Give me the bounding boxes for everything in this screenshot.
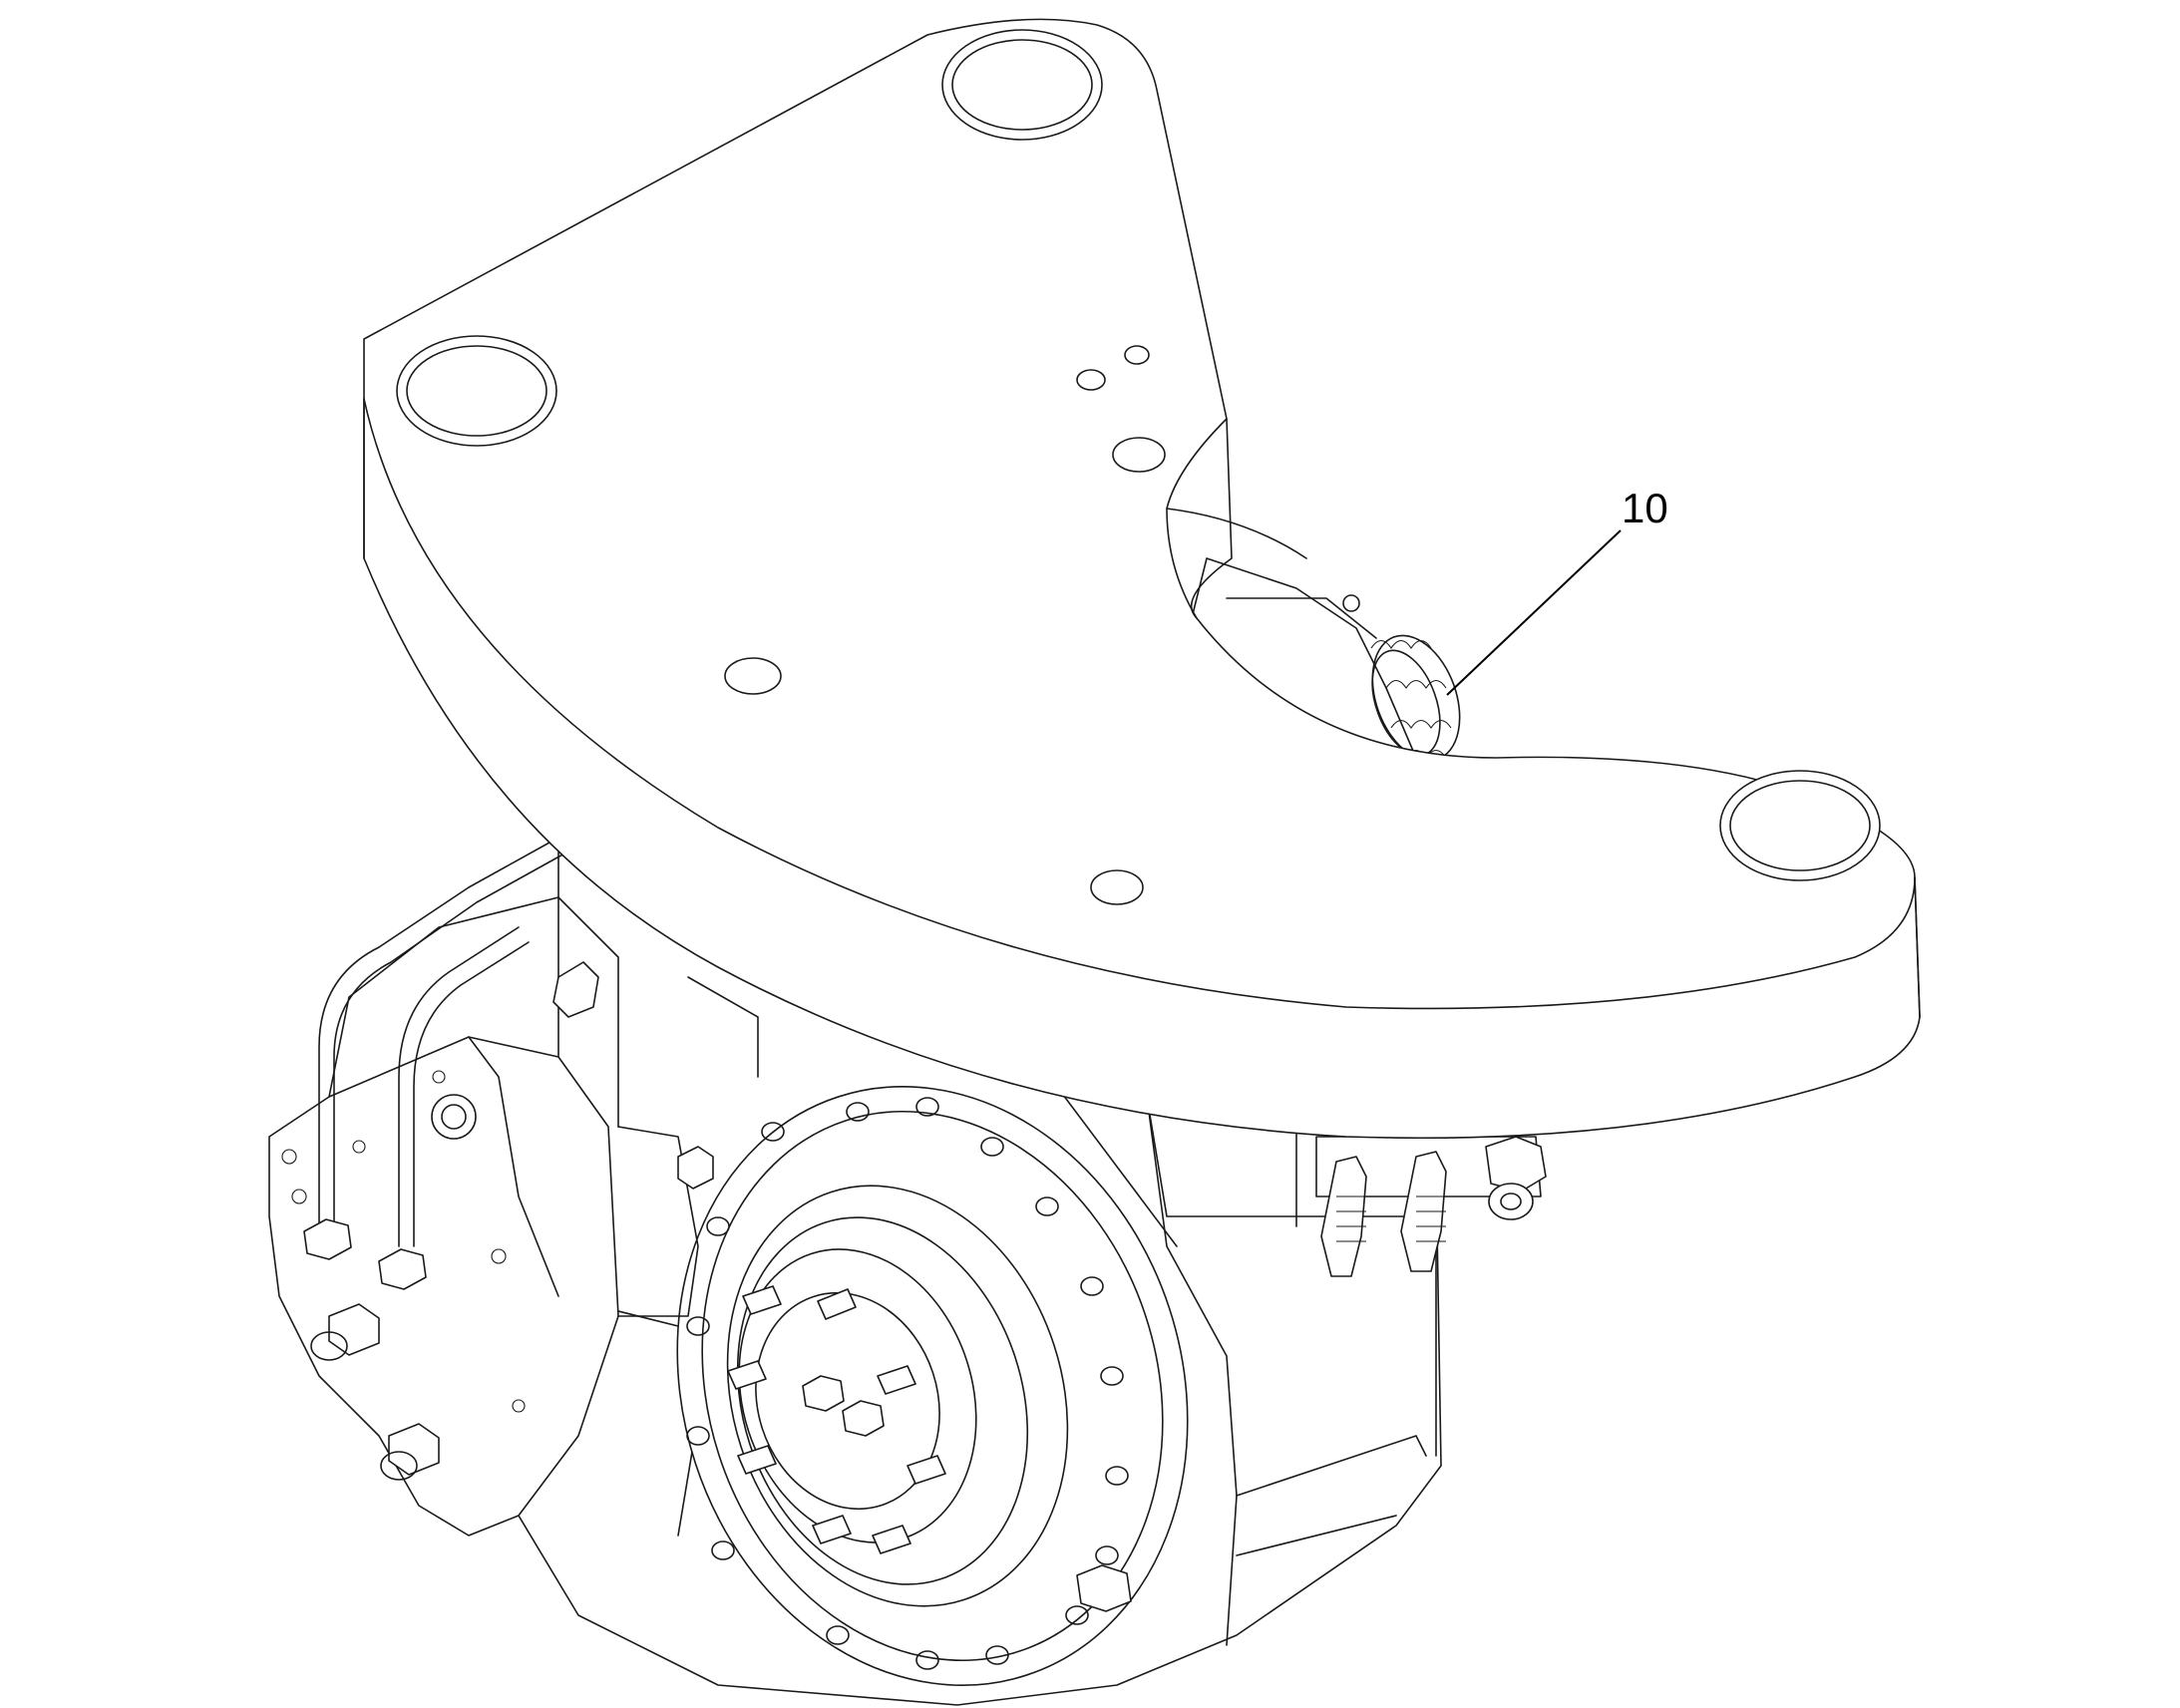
hex-bolt bbox=[842, 1400, 885, 1437]
callout-label: 10 bbox=[1622, 485, 1668, 531]
hydraulic-fittings bbox=[1315, 1136, 1547, 1277]
flange-bolt-holes bbox=[686, 1097, 1129, 1670]
wheel-studs bbox=[727, 1285, 946, 1554]
mounting-bracket bbox=[363, 18, 1921, 1140]
brake-assembly bbox=[268, 837, 714, 1537]
wheel-hub-flange bbox=[676, 1086, 1189, 1686]
hex-bolt bbox=[1076, 1564, 1132, 1612]
mounting-holes bbox=[396, 29, 1881, 905]
callout-leader-line bbox=[1446, 529, 1622, 696]
hex-bolt bbox=[802, 1375, 845, 1412]
callout-10: 10 bbox=[1446, 485, 1668, 696]
